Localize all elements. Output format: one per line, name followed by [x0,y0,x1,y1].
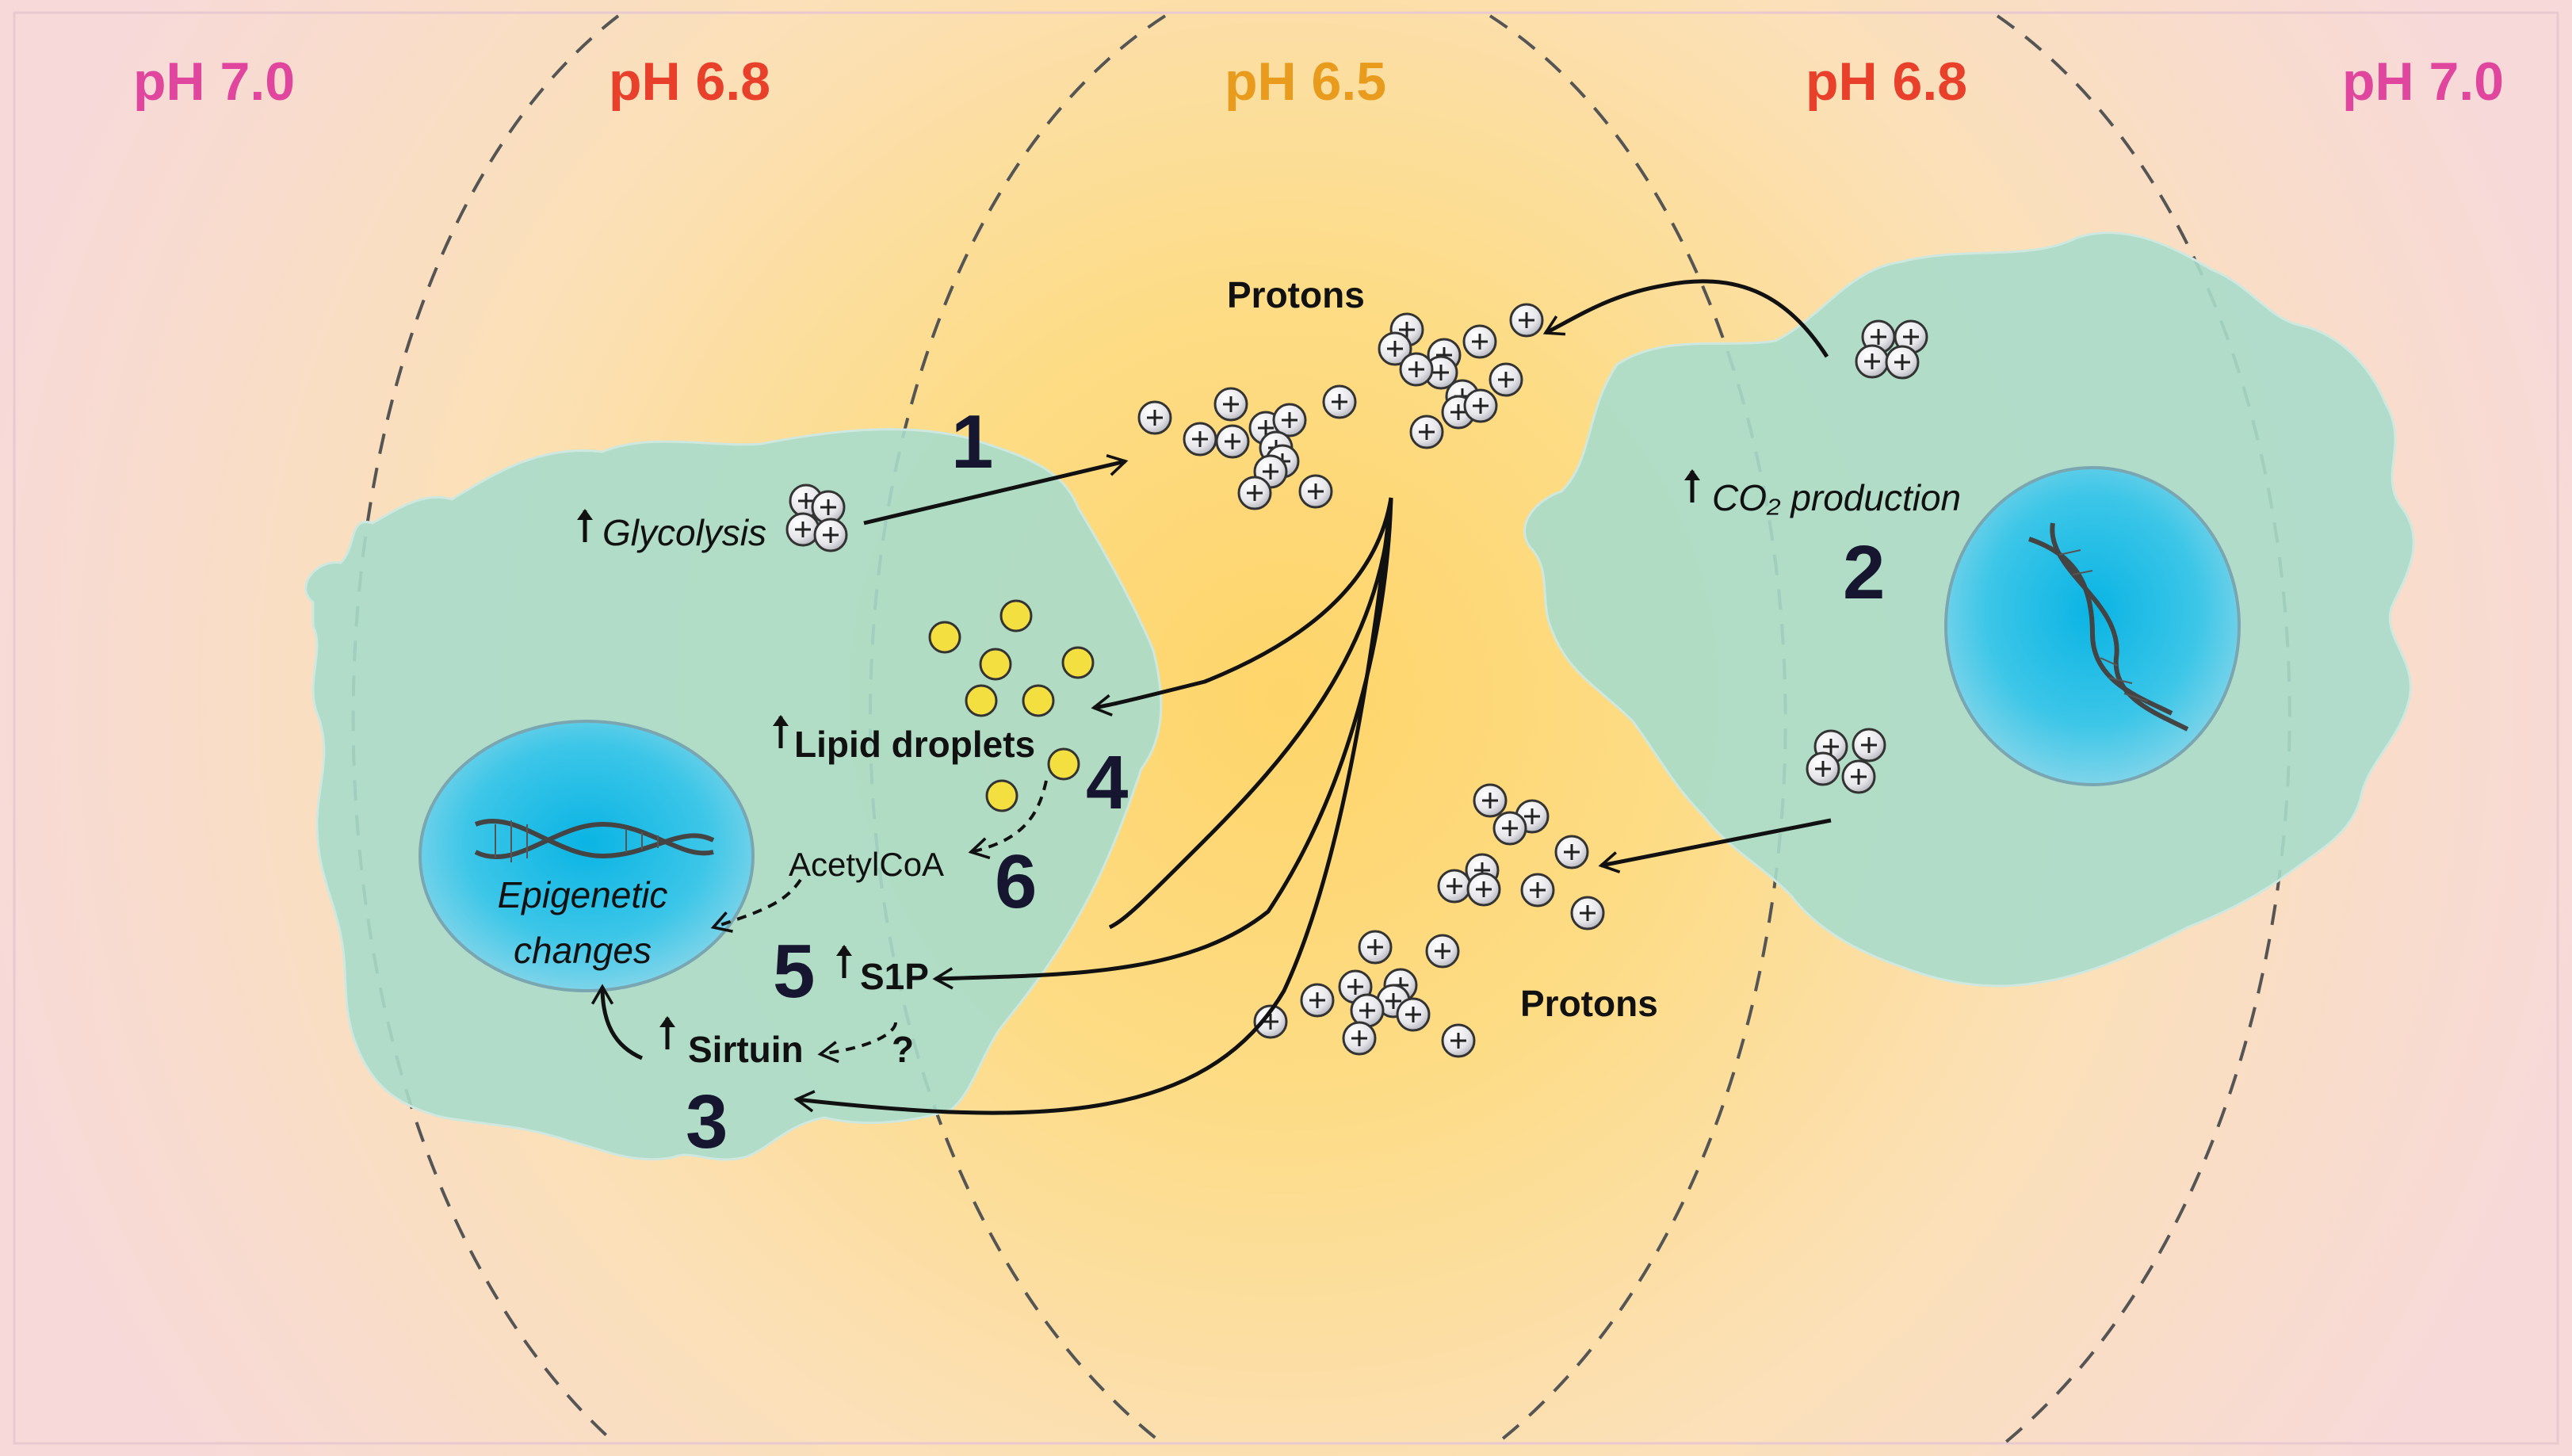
step-number-2: 2 [1843,530,1885,615]
dashed-lipid-to-acetylcoa [968,780,1048,860]
protons-right-cell-top [1855,319,1928,380]
ph-label-left-inner: pH 6.8 [609,52,770,112]
ph-label-left-outer: pH 7.0 [133,52,295,112]
arrow-sirtuin-to-epigenetic [590,984,644,1060]
arrow-protons-to-sirtuin [793,497,1393,1115]
dashed-s1p-to-sirtuin [817,1022,897,1064]
arrow-protons-to-s1p [932,497,1393,990]
ph-label-right-inner: pH 6.8 [1806,52,1967,112]
step-number-6: 6 [995,839,1037,924]
step-number-5: 5 [773,929,815,1014]
epigenetic-label-line1: Epigenetic [498,874,668,915]
dashed-acetylcoa-to-epigenetic [710,878,802,933]
s1p-label: S1P [860,956,929,997]
acetylcoa-label: AcetylCoA [789,846,944,883]
dna-rungs-right [2058,549,2149,702]
lipid-droplets-label: Lipid droplets [794,724,1035,765]
dashed-arrows [710,780,1048,1064]
step-number-3: 3 [686,1080,728,1164]
dna-helix-icon-right [2028,522,2189,732]
arrow-right-cell-to-bottom-protons [1598,818,1832,873]
sirtuin-label: Sirtuin [688,1029,804,1070]
protons-glycolysis [785,483,848,552]
arrow-protons-mid [1108,497,1393,930]
arrow-right-cell-to-protons [1542,279,1829,358]
epigenetic-label-line2: changes [514,930,652,971]
protons-label-bottom: Protons [1520,983,1658,1024]
step-number-1: 1 [951,399,993,484]
co2-production-label: CO₂ production [1712,477,1961,518]
pathway-arrows [590,279,1832,1115]
arrow-protons-to-lipid [1091,497,1393,717]
lipid-droplets [928,599,1095,812]
protons-label-top: Protons [1227,274,1365,315]
glycolysis-label: Glycolysis [602,512,766,553]
frame-border [13,11,2559,1445]
arrow-glycolysis-to-protons [863,453,1129,525]
dna-rungs-left [495,820,659,862]
step-number-4: 4 [1086,740,1128,825]
question-mark-label: ? [892,1029,914,1070]
ph-label-right-outer: pH 7.0 [2342,52,2504,112]
ph-label-center: pH 6.5 [1225,52,1386,112]
